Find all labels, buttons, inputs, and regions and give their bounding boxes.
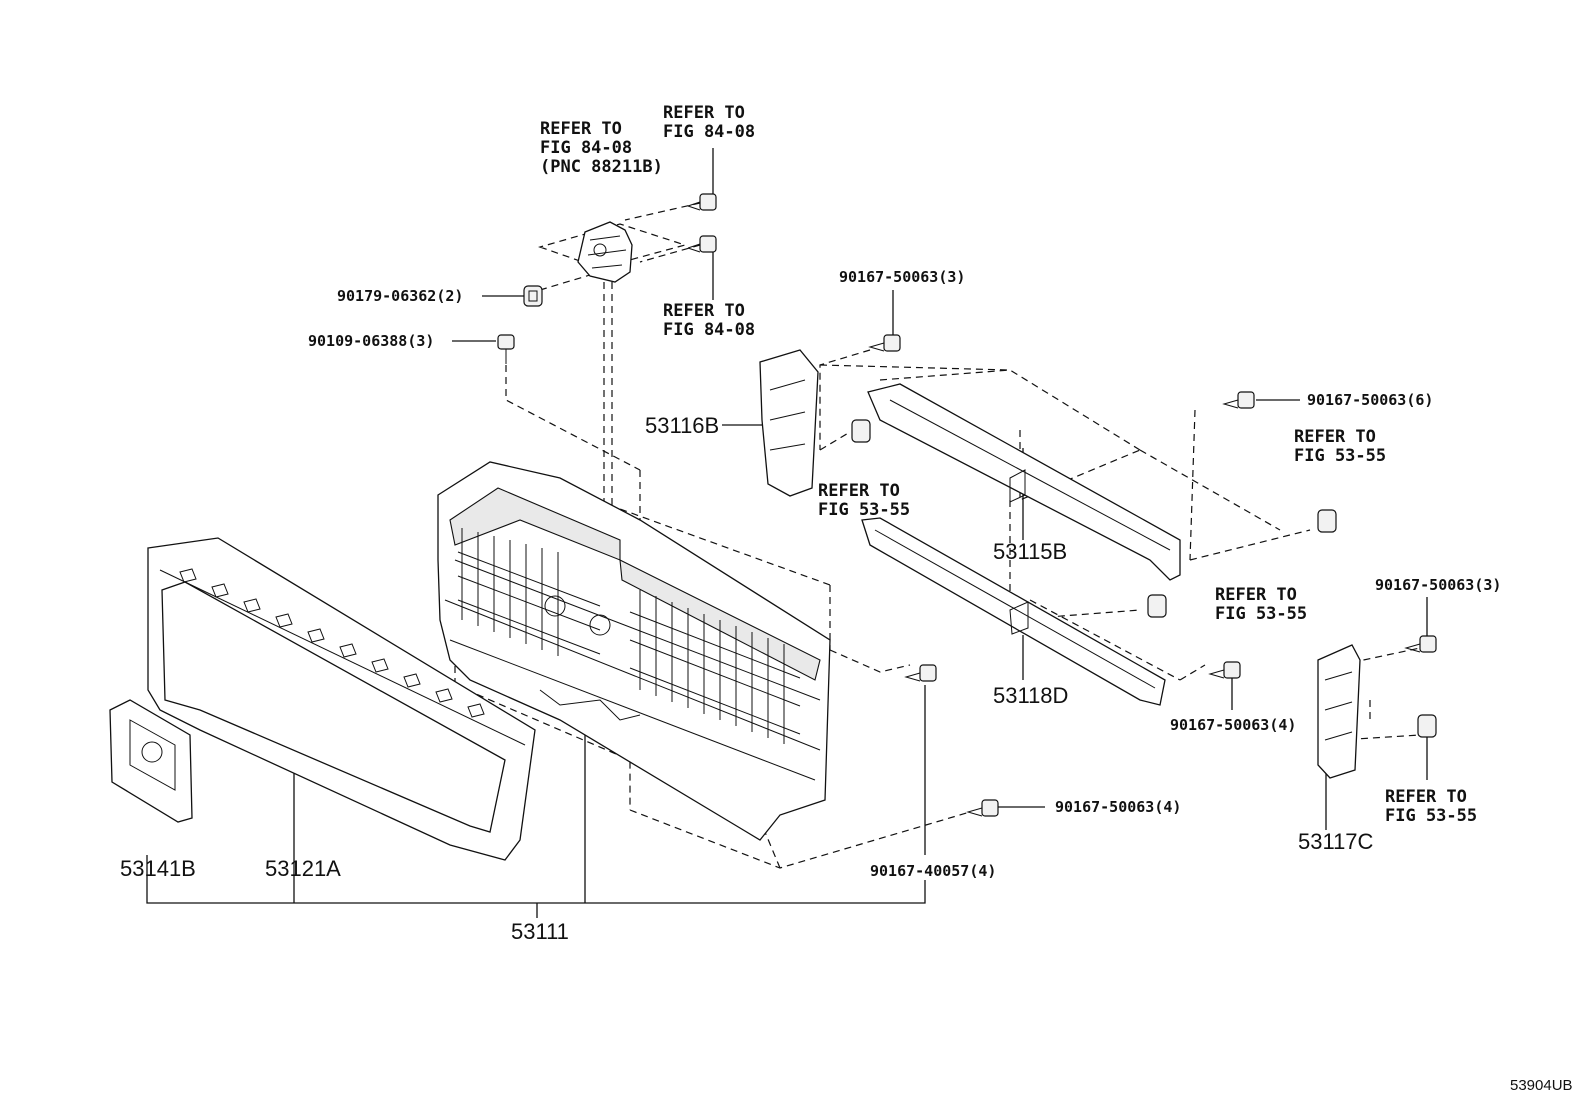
label-53121a: 53121A (265, 856, 341, 881)
clip-icon (1417, 714, 1437, 738)
svg-text:REFER TO: REFER TO (540, 119, 622, 139)
bolt-icon (497, 334, 515, 364)
svg-text:REFER TO: REFER TO (818, 481, 900, 501)
retainer-53115b (867, 383, 1181, 581)
grille-frame (437, 461, 831, 841)
label-53141b: 53141B (120, 856, 196, 881)
label-nut-90179: 90179-06362(2) (337, 287, 463, 305)
label-screw-lower-mid: 90167-50063(4) (1170, 716, 1296, 734)
label-53118d: 53118D (993, 683, 1068, 708)
label-53111: 53111 (511, 919, 569, 944)
label-screw-right-top: 90167-50063(6) (1307, 391, 1433, 409)
refer-sensor-bolt-top: REFER TO FIG 84-08 (663, 103, 755, 142)
refer-right-clip-bottom: REFER TO FIG 53-55 (1385, 787, 1477, 826)
svg-text:FIG 53-55: FIG 53-55 (818, 500, 910, 520)
svg-text:REFER TO: REFER TO (1294, 427, 1376, 447)
diagram-code: 53904UB (1510, 1077, 1573, 1094)
retainer-53118d (861, 517, 1166, 706)
label-screw-top-bracket: 90167-50063(3) (839, 268, 965, 286)
grille-slot-grid (457, 528, 801, 744)
refer-bracket-left-clip: REFER TO FIG 53-55 (818, 481, 910, 520)
svg-text:REFER TO: REFER TO (663, 301, 745, 321)
svg-text:REFER TO: REFER TO (1385, 787, 1467, 807)
label-bolt-90109: 90109-06388(3) (308, 332, 434, 350)
clip-icon (1317, 509, 1337, 533)
svg-text:REFER TO: REFER TO (663, 103, 745, 123)
svg-text:REFER TO: REFER TO (1215, 585, 1297, 605)
leader-lines (146, 148, 1428, 918)
label-screw-40057: 90167-40057(4) (870, 862, 996, 880)
bracket-53117c (1317, 644, 1361, 779)
grille-vent-slots (179, 568, 485, 718)
bolt-icon (687, 235, 717, 253)
refer-sensor-pnc: REFER TO FIG 84-08 (PNC 88211B) (540, 119, 663, 177)
sensor-assembly (577, 221, 633, 283)
screw-icon (1208, 661, 1241, 679)
label-53115b: 53115B (993, 539, 1067, 564)
label-53117c: 53117C (1298, 829, 1374, 854)
bolt-icon (687, 193, 717, 211)
emblem-base (109, 699, 193, 823)
screw-icon (966, 799, 999, 817)
screw-icon (1404, 635, 1437, 653)
label-53116b: 53116B (645, 413, 719, 438)
label-screw-right-mid: 90167-50063(3) (1375, 576, 1501, 594)
refer-sensor-bolt-lower: REFER TO FIG 84-08 (663, 301, 755, 340)
clip-icon (1147, 594, 1167, 618)
refer-right-clip-mid: REFER TO FIG 53-55 (1215, 585, 1307, 624)
refer-right-clip-top: REFER TO FIG 53-55 (1294, 427, 1386, 466)
nut-icon (523, 285, 543, 307)
svg-text:FIG 53-55: FIG 53-55 (1294, 446, 1386, 466)
svg-text:FIG 84-08: FIG 84-08 (540, 138, 632, 158)
grille-panel (147, 537, 536, 861)
svg-text:FIG 84-08: FIG 84-08 (663, 122, 755, 142)
svg-text:FIG 53-55: FIG 53-55 (1215, 604, 1307, 624)
clip-icon (851, 419, 871, 443)
svg-text:FIG 84-08: FIG 84-08 (663, 320, 755, 340)
svg-text:(PNC 88211B): (PNC 88211B) (540, 157, 663, 177)
label-screw-bottom: 90167-50063(4) (1055, 798, 1181, 816)
screw-icon (1222, 391, 1255, 409)
bracket-53116b (759, 349, 819, 497)
screw-icon (868, 334, 901, 352)
svg-text:FIG 53-55: FIG 53-55 (1385, 806, 1477, 826)
screw-icon (904, 664, 937, 682)
